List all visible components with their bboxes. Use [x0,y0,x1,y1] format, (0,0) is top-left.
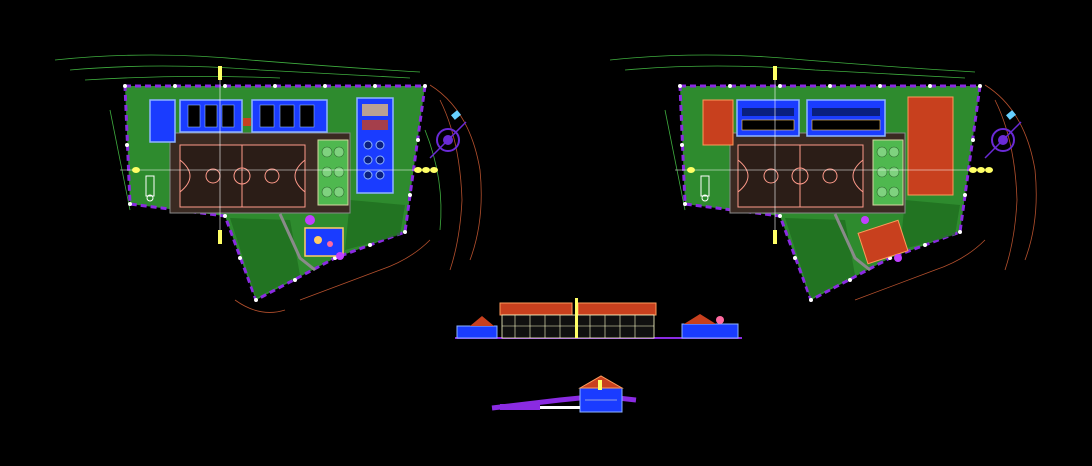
contour-lines [54,54,482,313]
terrain-patch [230,218,300,298]
classroom-blocks [149,99,328,143]
contour-lines [609,54,1037,301]
marker-dot [894,254,902,262]
roof-east [907,96,954,196]
north-arrow-icon [429,110,467,159]
axis-markers [687,66,993,244]
annex-building [304,215,344,260]
axis-lines [120,76,430,240]
entrance-symbol [145,175,155,202]
terrain-patch [785,218,855,298]
tall-building-east [356,97,394,194]
north-arrow-icon [984,110,1022,159]
site-plan-left [54,54,482,313]
entrance-symbol [700,175,710,202]
terrain-patch [345,200,405,250]
front-elevation [455,298,742,339]
sports-court [179,144,306,208]
marker-dot [861,216,869,224]
access-path [278,213,316,272]
boundary-nodes [123,84,427,302]
axis-markers [132,66,438,244]
terrain-patch [900,200,960,250]
access-path [833,213,871,272]
axis-lines [675,76,985,240]
classroom-blocks [736,99,886,137]
roof-annex [857,219,909,265]
garden-trees [321,146,345,198]
cross-section [491,375,637,413]
sports-court [737,144,864,208]
roof-west [702,99,734,146]
boundary-nodes [678,84,982,302]
site-plan-right [609,54,1037,303]
garden-trees [876,146,900,198]
